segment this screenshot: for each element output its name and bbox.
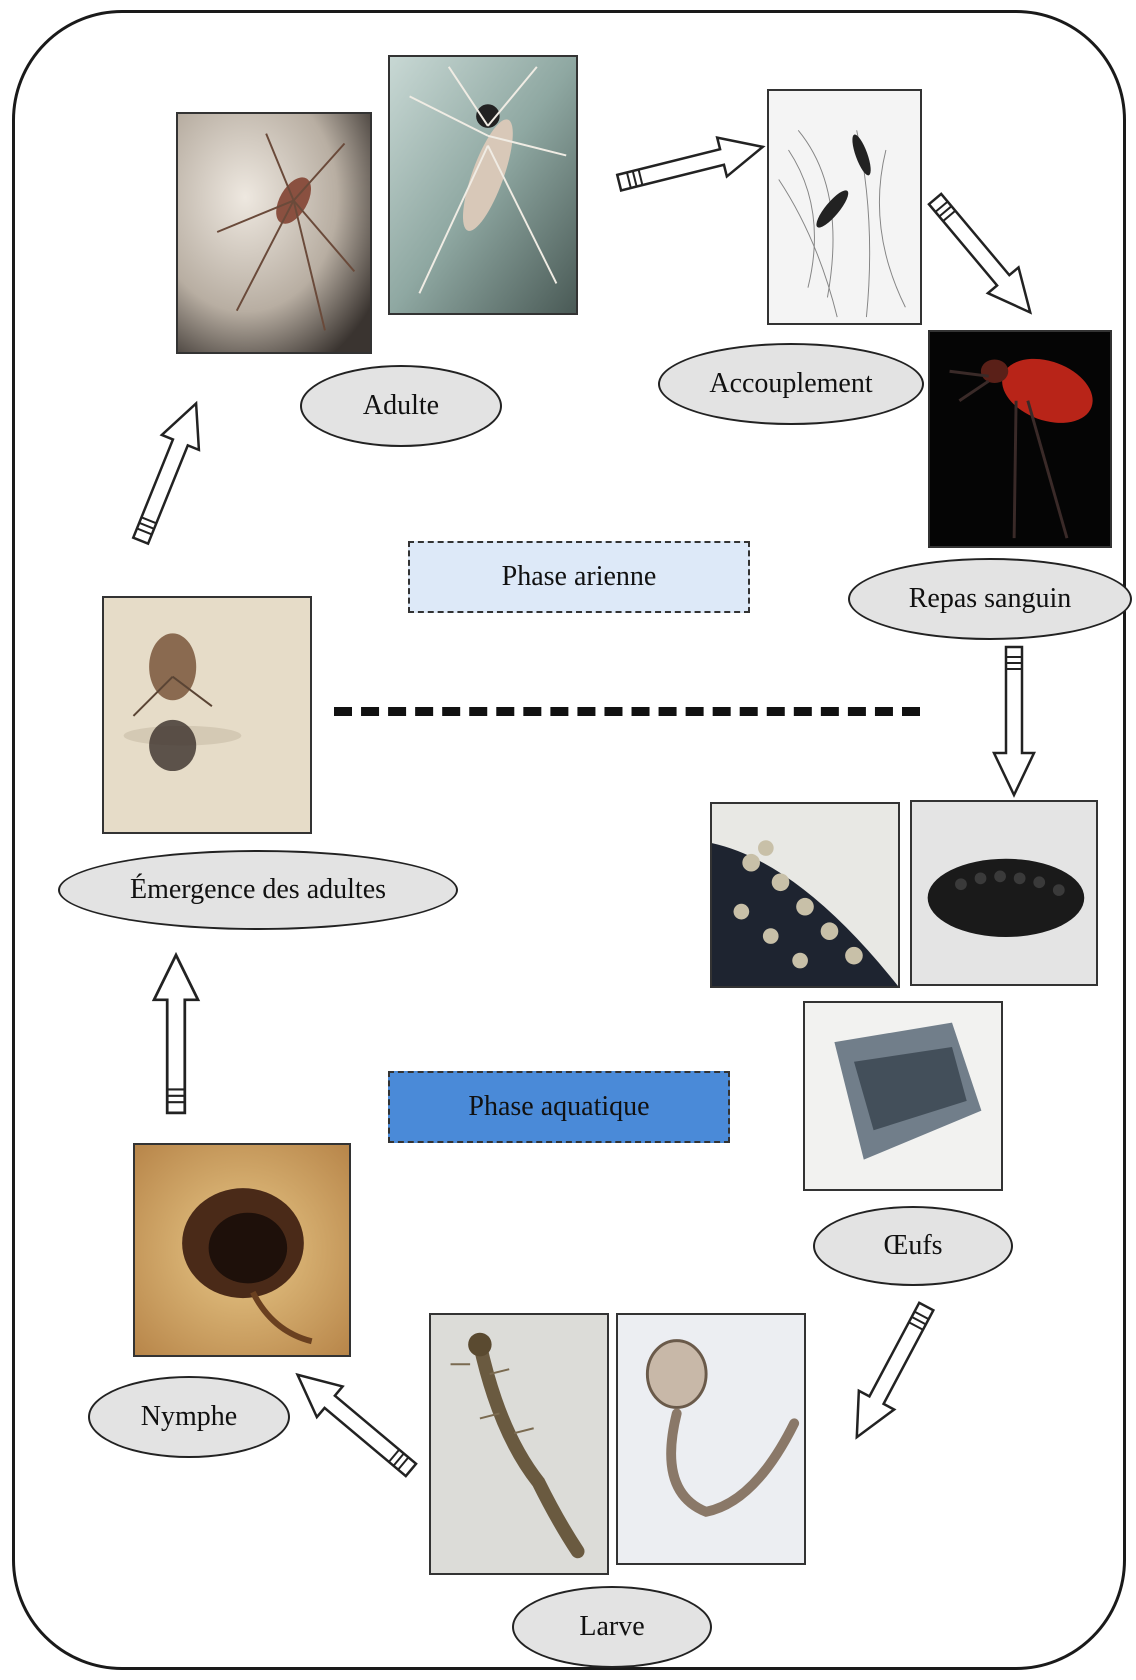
arrow-blood-meal-to-eggs xyxy=(992,645,1036,798)
egg-raft-photo xyxy=(803,1001,1003,1191)
emergence-photo xyxy=(102,596,312,834)
stage-label-larva: Larve xyxy=(512,1586,712,1668)
larva-photo-1 xyxy=(429,1313,609,1575)
blood-meal-photo xyxy=(928,330,1112,548)
arrow-pupa-to-emergence xyxy=(151,951,201,1115)
larva-photo-2 xyxy=(616,1313,806,1565)
phase-divider xyxy=(334,707,920,716)
arrow-emergence-to-adult xyxy=(121,396,214,550)
arrow-larva-to-pupa xyxy=(285,1359,426,1486)
stage-label-eggs: Œufs xyxy=(813,1206,1013,1286)
eggs-photo-2 xyxy=(910,800,1098,986)
phase-aquatic-box: Phase aquatique xyxy=(388,1071,730,1143)
stage-label-emergence: Émergence des adultes xyxy=(58,850,458,930)
stage-label-blood-meal: Repas sanguin xyxy=(848,558,1132,640)
adult-photo-1 xyxy=(176,112,372,354)
stage-label-pupa: Nymphe xyxy=(88,1376,290,1458)
eggs-photo-1 xyxy=(710,802,900,988)
stage-label-mating: Accouplement xyxy=(658,343,924,425)
arrow-adult-to-mating xyxy=(612,127,767,202)
diagram-frame xyxy=(12,10,1126,1670)
adult-photo-2 xyxy=(388,55,578,315)
pupa-photo xyxy=(133,1143,351,1357)
stage-label-adult: Adulte xyxy=(300,365,502,447)
phase-aerial-box: Phase arienne xyxy=(408,541,750,613)
arrow-mating-to-blood-meal xyxy=(918,185,1045,326)
mating-photo xyxy=(767,89,922,325)
arrow-eggs-to-larva xyxy=(839,1295,945,1446)
